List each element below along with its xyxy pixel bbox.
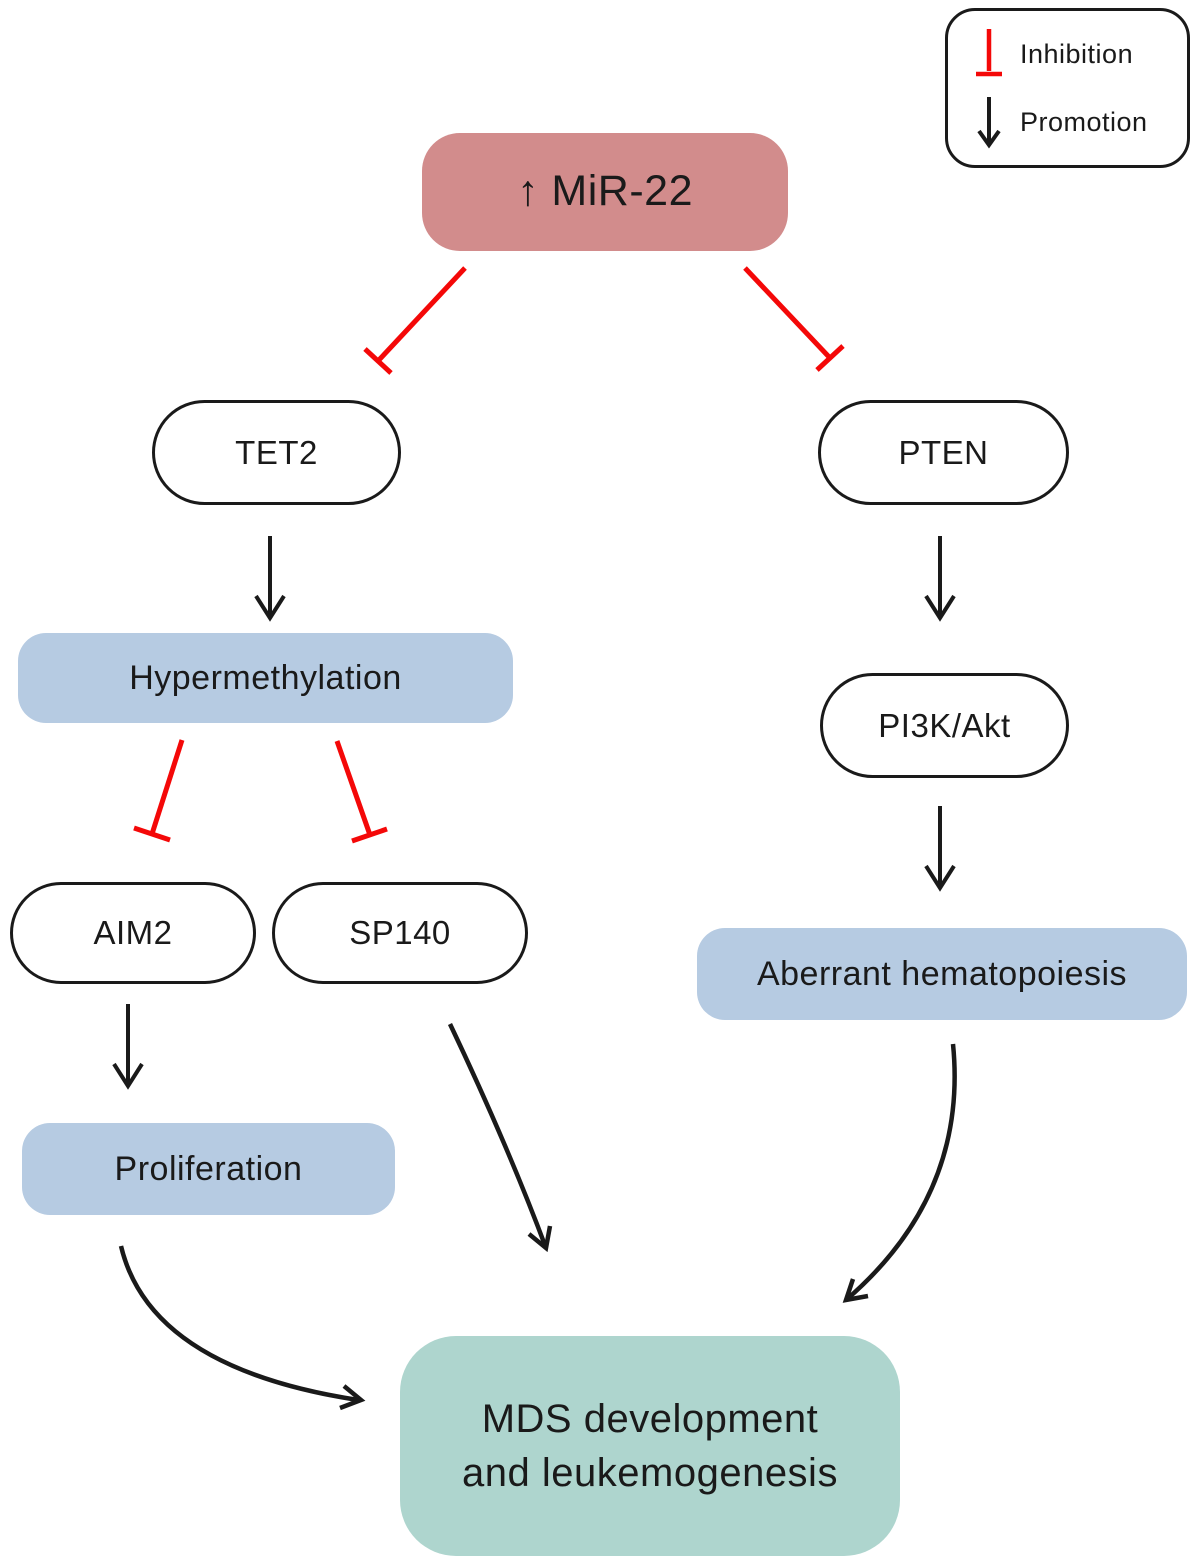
inhibition-edge-hyper-aim2 [133,739,185,843]
promotion-edge-aim2-prolif [112,1004,144,1090]
promotion-edge-tet2-hyper [254,536,286,622]
node-mds-development: MDS development and leukemogenesis [400,1336,900,1556]
node-sp140-label: SP140 [349,914,451,952]
inhibition-edge-hyper-sp140 [334,740,388,844]
promotion-edge-pten-pi3k [924,536,956,622]
node-hypermethylation: Hypermethylation [18,633,513,723]
inhibition-tbar-icon [976,29,1002,77]
node-proliferation-label: Proliferation [114,1149,303,1188]
legend-label-inhibition: Inhibition [1020,38,1134,69]
node-pi3k-akt-label: PI3K/Akt [878,706,1011,744]
promotion-edge-pi3k-aberrant [924,806,956,892]
node-tet2-label: TET2 [235,433,318,471]
node-pten-label: PTEN [898,433,989,471]
promotion-edge-prolif-mds [118,1245,366,1411]
node-mir22: ↑ MiR-22 [422,133,788,251]
node-mds-development-label: MDS development and leukemogenesis [462,1392,838,1500]
node-pi3k-akt: PI3K/Akt [820,673,1069,778]
node-sp140: SP140 [272,882,528,984]
node-aim2: AIM2 [10,882,256,984]
node-aberrant-hematopoiesis-label: Aberrant hematopoiesis [756,954,1128,993]
promotion-edge-sp140-mds [447,1023,553,1253]
node-proliferation: Proliferation [22,1123,395,1215]
legend-item-promotion: Promotion [974,95,1187,149]
node-aim2-label: AIM2 [93,914,173,952]
legend-item-inhibition: Inhibition [974,27,1187,81]
node-pten: PTEN [818,400,1069,505]
legend-box: Inhibition Promotion [945,8,1190,168]
mds-label-line-1: MDS development [481,1397,819,1441]
node-hypermethylation-label: Hypermethylation [129,658,402,697]
legend-label-promotion: Promotion [1020,106,1148,137]
promotion-arrow-icon [977,97,1001,149]
node-aberrant-hematopoiesis: Aberrant hematopoiesis [697,928,1187,1020]
node-mir22-label: ↑ MiR-22 [516,167,694,216]
node-tet2: TET2 [152,400,401,505]
inhibition-edge-mir22-pten [743,266,845,372]
inhibition-edge-mir22-tet2 [363,266,467,375]
promotion-edge-aberrant-mds [842,1043,957,1303]
mds-label-line-2: and leukemogenesis [462,1451,838,1495]
